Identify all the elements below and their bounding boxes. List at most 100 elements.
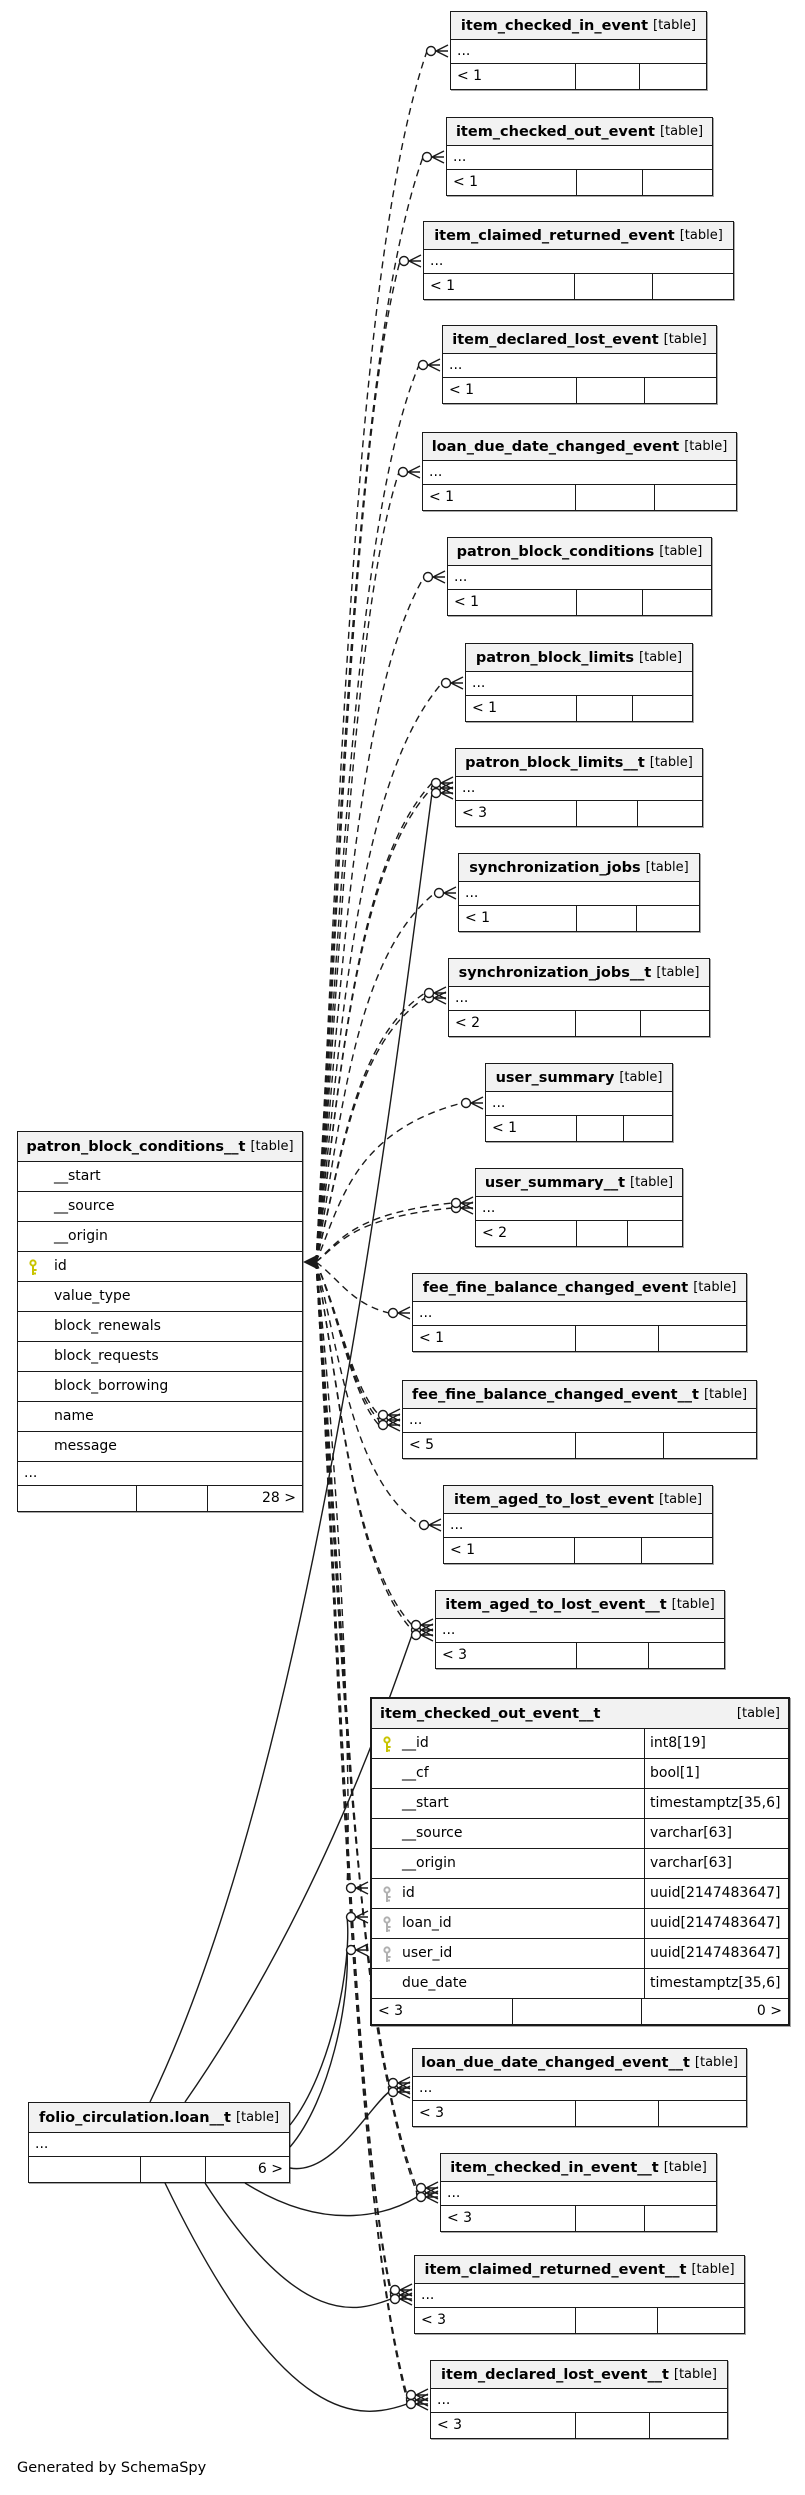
table-fee_fine_balance_changed_event[interactable]: fee_fine_balance_changed_event[table]...… <box>412 1273 747 1352</box>
table-header[interactable]: user_summary__t[table] <box>476 1169 682 1197</box>
relationship-line <box>315 1261 421 1526</box>
table-item_checked_in_event[interactable]: item_checked_in_event[table]...< 1 <box>450 11 707 90</box>
crow-foot-icon <box>399 2283 413 2297</box>
table-header[interactable]: item_checked_out_event[table] <box>447 118 712 146</box>
table-header[interactable]: item_aged_to_lost_event[table] <box>444 1486 712 1514</box>
table-synchronization_jobs[interactable]: synchronization_jobs[table]...< 1 <box>458 853 700 932</box>
table-header[interactable]: item_aged_to_lost_event__t[table] <box>436 1591 724 1619</box>
footer-child-count: < 1 <box>447 170 577 195</box>
table-header[interactable]: fee_fine_balance_changed_event[table] <box>413 1274 746 1302</box>
table-footer: < 1 <box>424 274 733 299</box>
table-patron_block_conditions[interactable]: patron_block_conditions[table]...< 1 <box>447 537 712 616</box>
zero-or-many-circle-icon <box>397 466 409 478</box>
footer-child-count: < 1 <box>413 1326 577 1351</box>
table-item_claimed_returned_event__t[interactable]: item_claimed_returned_event__t[table]...… <box>414 2255 745 2334</box>
zero-or-many-circle-icon <box>405 2398 417 2410</box>
column-type: timestamptz[35,6] <box>650 1975 781 1991</box>
crow-foot-icon <box>432 570 446 584</box>
table-item_checked_in_event__t[interactable]: item_checked_in_event__t[table]...< 3 <box>440 2153 717 2232</box>
column-row[interactable]: __origin <box>18 1222 302 1252</box>
table-header[interactable]: item_checked_in_event[table] <box>451 12 706 40</box>
table-header[interactable]: loan_due_date_changed_event[table] <box>423 433 736 461</box>
column-row[interactable]: value_type <box>18 1282 302 1312</box>
table-type-tag: [table] <box>684 439 728 454</box>
table-patron_block_limits__t[interactable]: patron_block_limits__t[table]...< 3 <box>455 748 703 827</box>
table-item_aged_to_lost_event[interactable]: item_aged_to_lost_event[table]...< 1 <box>443 1485 713 1564</box>
table-header[interactable]: synchronization_jobs__t[table] <box>449 959 709 987</box>
table-user_summary__t[interactable]: user_summary__t[table]...< 2 <box>475 1168 683 1247</box>
table-folio_circulation.loan__t[interactable]: folio_circulation.loan__t[table]...6 > <box>28 2102 290 2183</box>
column-row[interactable]: block_borrowing <box>18 1372 302 1402</box>
footer-parent-count <box>628 1221 682 1246</box>
table-item_declared_lost_event__t[interactable]: item_declared_lost_event__t[table]...< 3 <box>430 2360 728 2439</box>
table-header[interactable]: patron_block_conditions[table] <box>448 538 711 566</box>
table-header[interactable]: patron_block_conditions__t[table] <box>18 1132 302 1162</box>
table-patron_block_limits[interactable]: patron_block_limits[table]...< 1 <box>465 643 693 722</box>
table-header[interactable]: item_checked_in_event__t[table] <box>441 2154 716 2182</box>
table-header[interactable]: user_summary[table] <box>486 1064 672 1092</box>
column-row[interactable]: __source <box>18 1192 302 1222</box>
table-item_checked_out_event[interactable]: item_checked_out_event[table]...< 1 <box>446 117 713 196</box>
relationship-line <box>315 156 424 1263</box>
table-item_claimed_returned_event[interactable]: item_claimed_returned_event[table]...< 1 <box>423 221 734 300</box>
relationship-line <box>315 1261 418 2189</box>
footer-child-count: < 3 <box>441 2206 576 2231</box>
relationship-line <box>315 1261 349 1889</box>
table-header[interactable]: fee_fine_balance_changed_event__t[table] <box>403 1381 756 1409</box>
table-header[interactable]: item_checked_out_event__t[table] <box>372 1699 788 1729</box>
crow-foot-icon <box>397 1306 411 1320</box>
columns-ellipsis: ... <box>413 1302 746 1326</box>
footer-child-count: < 3 <box>436 1643 578 1668</box>
table-header[interactable]: item_declared_lost_event__t[table] <box>431 2361 727 2389</box>
table-user_summary[interactable]: user_summary[table]...< 1 <box>485 1063 673 1142</box>
table-header[interactable]: loan_due_date_changed_event__t[table] <box>413 2049 746 2077</box>
column-name: value_type <box>54 1288 131 1304</box>
column-name: __source <box>54 1198 115 1214</box>
table-header[interactable]: patron_block_limits[table] <box>466 644 692 672</box>
column-row[interactable]: id <box>18 1252 302 1282</box>
table-footer: < 5 <box>403 1433 756 1458</box>
column-name: id <box>402 1885 415 1901</box>
column-row[interactable]: block_requests <box>18 1342 302 1372</box>
footer-parent-count <box>633 696 692 721</box>
table-patron_block_conditions__t[interactable]: patron_block_conditions__t[table]__start… <box>17 1131 303 1512</box>
columns-ellipsis: ... <box>431 2389 727 2413</box>
table-synchronization_jobs__t[interactable]: synchronization_jobs__t[table]...< 2 <box>448 958 710 1037</box>
table-header[interactable]: folio_circulation.loan__t[table] <box>29 2103 289 2133</box>
table-header[interactable]: item_claimed_returned_event[table] <box>424 222 733 250</box>
column-row[interactable]: name <box>18 1402 302 1432</box>
table-type-tag: [table] <box>736 1706 780 1721</box>
table-header[interactable]: patron_block_limits__t[table] <box>456 749 702 777</box>
primary-key-icon <box>381 1735 393 1752</box>
relationship-line <box>315 471 400 1263</box>
table-loan_due_date_changed_event[interactable]: loan_due_date_changed_event[table]...< 1 <box>422 432 737 511</box>
table-header[interactable]: item_declared_lost_event[table] <box>443 326 716 354</box>
table-item_declared_lost_event[interactable]: item_declared_lost_event[table]...< 1 <box>442 325 717 404</box>
footer-child-count: < 5 <box>403 1433 576 1458</box>
table-loan_due_date_changed_event__t[interactable]: loan_due_date_changed_event__t[table]...… <box>412 2048 747 2127</box>
crow-foot-icon <box>387 1418 401 1432</box>
table-header[interactable]: item_claimed_returned_event__t[table] <box>415 2256 744 2284</box>
column-row[interactable]: message <box>18 1432 302 1462</box>
column-row[interactable]: __start <box>18 1162 302 1192</box>
footer-child-count: < 1 <box>466 696 577 721</box>
table-fee_fine_balance_changed_event__t[interactable]: fee_fine_balance_changed_event__t[table]… <box>402 1380 757 1459</box>
relationship-line <box>315 364 420 1263</box>
footer-parent-count <box>641 1011 709 1036</box>
crow-foot-icon <box>431 150 445 164</box>
footer-parent-count <box>655 485 736 510</box>
column-row[interactable]: block_renewals <box>18 1312 302 1342</box>
zero-or-many-circle-icon <box>389 2284 401 2296</box>
table-item_aged_to_lost_event__t[interactable]: item_aged_to_lost_event__t[table]...< 3 <box>435 1590 725 1669</box>
table-header[interactable]: synchronization_jobs[table] <box>459 854 699 882</box>
